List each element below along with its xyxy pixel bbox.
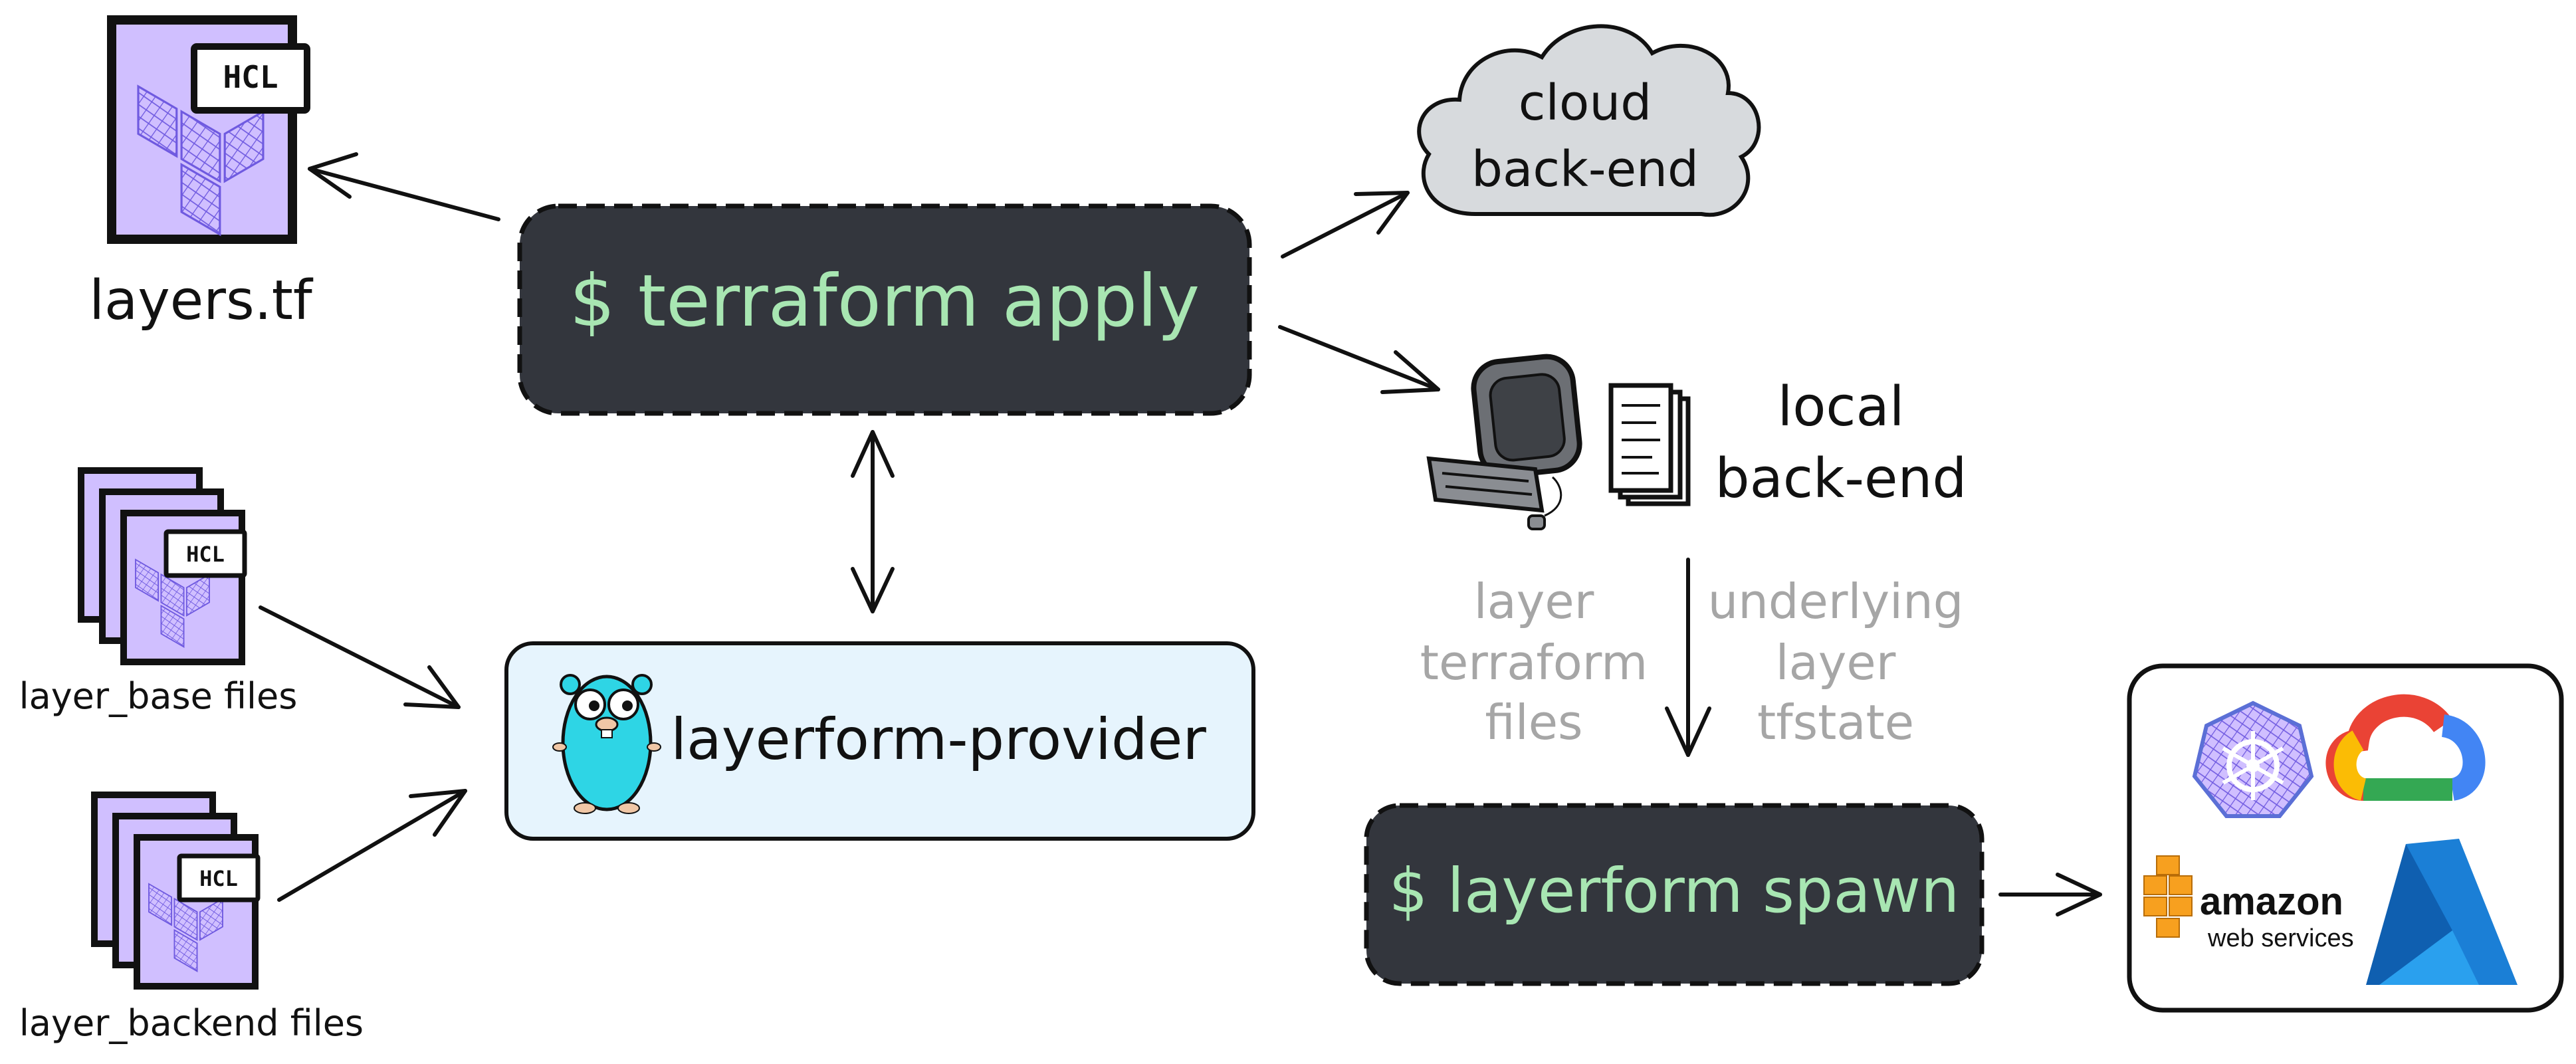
terraform-apply-box: $ terraform apply [517,203,1252,416]
cloud-targets-box: amazon web services [2127,663,2564,1013]
layer-base-label: layer_base files [19,675,298,717]
layerform-spawn-command: $ layerform spawn [1389,855,1960,926]
terraform-apply-command: $ terraform apply [570,260,1200,343]
cloud-shape [1417,24,1761,217]
arrow-layer-base-to-provider [259,605,461,709]
arrow-apply-to-cloud [1281,191,1410,259]
hcl-badge-label: HCL [186,542,225,567]
aws-icon: amazon web services [2143,855,2354,952]
flow-label-right-line3: tfstate [1757,694,1914,750]
layerform-provider-box: layerform-provider [504,641,1255,841]
documents-icon [1608,383,1691,506]
flow-label-right-line2: layer [1776,635,1896,691]
arrows [259,152,2102,916]
cloud-backend-line2: back-end [1471,141,1699,198]
hcl-badge-label: HCL [223,59,278,95]
cloud-backend-line1: cloud [1519,74,1652,132]
layer-backend-files: HCL [91,792,261,990]
local-backend: local back-end [1426,354,1967,530]
gopher-icon [552,674,661,814]
flow-label-left-line1: layer [1474,574,1594,629]
aws-text-line2: web services [2207,924,2354,952]
google-cloud-icon [2325,694,2486,801]
flow-label-left-line3: files [1485,694,1582,750]
arrow-apply-to-local [1278,325,1440,394]
aws-text-line1: amazon [2200,880,2343,923]
layers-tf-label: layers.tf [89,269,314,332]
arrow-local-to-spawn [1665,558,1711,757]
arrow-apply-to-layers-tf [308,152,500,221]
hcl-badge-label: HCL [199,866,238,891]
flow-label-right: underlying layer tfstate [1708,574,1964,750]
arrow-apply-provider-bidirectional [851,430,895,613]
layerform-provider-label: layerform-provider [671,706,1206,773]
arrow-spawn-to-targets [1998,873,2102,916]
layers-tf-file: HCL [107,15,310,244]
cloud-backend: cloud back-end [1417,24,1761,217]
flow-label-right-line1: underlying [1708,574,1964,629]
flow-label-left: layer terraform files [1420,574,1648,750]
local-backend-line2: back-end [1715,447,1967,510]
flow-label-left-line2: terraform [1420,635,1648,691]
layerform-spawn-box: $ layerform spawn [1364,803,1985,986]
local-backend-line1: local [1777,375,1904,439]
kubernetes-icon [2192,700,2314,818]
hcl-badge [191,43,310,114]
layer-base-files: HCL [78,467,247,665]
arrow-layer-backend-to-provider [277,789,467,902]
layer-backend-label: layer_backend files [19,1002,364,1044]
azure-icon [2366,839,2518,985]
computer-icon [1426,354,1582,530]
